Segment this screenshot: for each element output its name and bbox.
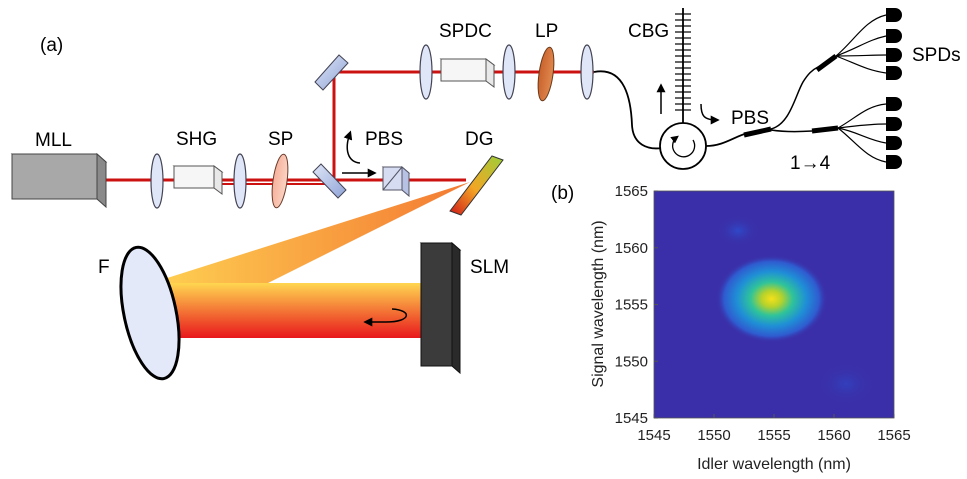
- heatmap-noise-blob: [716, 214, 760, 247]
- mirror-lower: [312, 163, 347, 199]
- pbs-fiber-right: [743, 126, 772, 138]
- circulator-arrow: [670, 135, 696, 158]
- splitter-label: 1→4: [790, 153, 831, 174]
- x-axis-label: Idler wavelength (nm): [697, 456, 851, 473]
- spd-detector: [886, 117, 902, 131]
- lens: [502, 44, 516, 100]
- cbg-arrow-down: [700, 103, 720, 125]
- polarization-arrow-up: [343, 130, 361, 164]
- slm: [419, 241, 462, 375]
- mirror-upper: [314, 54, 349, 91]
- lp-filter: [537, 46, 555, 102]
- spdc-crystal: [439, 58, 496, 88]
- lens: [419, 44, 433, 100]
- heatmap-peak: [715, 254, 828, 343]
- y-tick-label: 1560: [615, 240, 648, 257]
- x-tick-label: 1565: [877, 427, 910, 444]
- shg-crystal: [172, 165, 224, 195]
- x-tick-label: 1560: [817, 427, 850, 444]
- spd-detector: [886, 66, 902, 80]
- y-tick-label: 1550: [615, 353, 648, 370]
- sp-filter: [271, 153, 289, 209]
- x-tick-label: 1545: [637, 427, 670, 444]
- pbs-cube-left: [381, 165, 411, 198]
- spd-detector: [886, 136, 902, 150]
- lp-label: LP: [535, 21, 558, 42]
- mll-laser: [10, 152, 108, 209]
- y-axis-label: Signal wavelength (nm): [590, 220, 607, 387]
- spdc-label: SPDC: [439, 21, 492, 42]
- pbs-right-label: PBS: [731, 108, 769, 129]
- splitter-upper: [815, 53, 838, 73]
- spds-label: SPDs: [912, 45, 961, 66]
- reflection-arrow: [363, 308, 407, 327]
- x-ticks: 1545 1550 1555 1560 1565: [637, 414, 911, 444]
- spd-detector: [886, 48, 902, 62]
- lens: [233, 153, 247, 209]
- spd-detector: [886, 29, 902, 43]
- splitter-lower-fibers: [837, 103, 887, 163]
- shaped-beam: [150, 283, 422, 338]
- coupling-lens: [580, 44, 594, 100]
- splitter-lower: [811, 125, 839, 134]
- y-tick-label: 1565: [615, 183, 648, 200]
- spd-detector: [886, 97, 902, 111]
- f-label: F: [98, 257, 110, 278]
- fiber-output: [705, 132, 749, 147]
- splitter-upper-fibers: [835, 14, 887, 74]
- heatmap-noise-blob: [816, 361, 876, 406]
- shg-label: SHG: [176, 129, 217, 150]
- diffraction-grating: [449, 155, 504, 216]
- sp-label: SP: [268, 129, 293, 150]
- cbg-grating: [675, 8, 691, 123]
- cbg-label: CBG: [628, 21, 669, 42]
- slm-label: SLM: [470, 257, 509, 278]
- fiber-input: [593, 70, 663, 150]
- lens: [150, 153, 164, 209]
- x-tick-label: 1550: [697, 427, 730, 444]
- x-tick-label: 1555: [757, 427, 790, 444]
- spd-detector: [886, 155, 902, 169]
- mll-label: MLL: [35, 130, 72, 151]
- y-tick-label: 1555: [615, 297, 648, 314]
- panel-b-label: (b): [551, 183, 574, 204]
- pbs-left-label: PBS: [365, 129, 403, 150]
- dg-label: DG: [465, 129, 494, 150]
- y-tick-label: 1545: [615, 410, 648, 427]
- fiber-lower-branch: [770, 129, 813, 133]
- y-ticks: 1545 1550 1555 1560 1565: [615, 183, 658, 427]
- panel-a-label: (a): [40, 35, 63, 56]
- spd-detector: [886, 8, 902, 22]
- circulator: [659, 122, 707, 170]
- spd-detectors: [886, 8, 902, 169]
- heatmap: [653, 190, 895, 419]
- fiber-upper-branch: [770, 66, 819, 130]
- lens-f: [119, 245, 181, 381]
